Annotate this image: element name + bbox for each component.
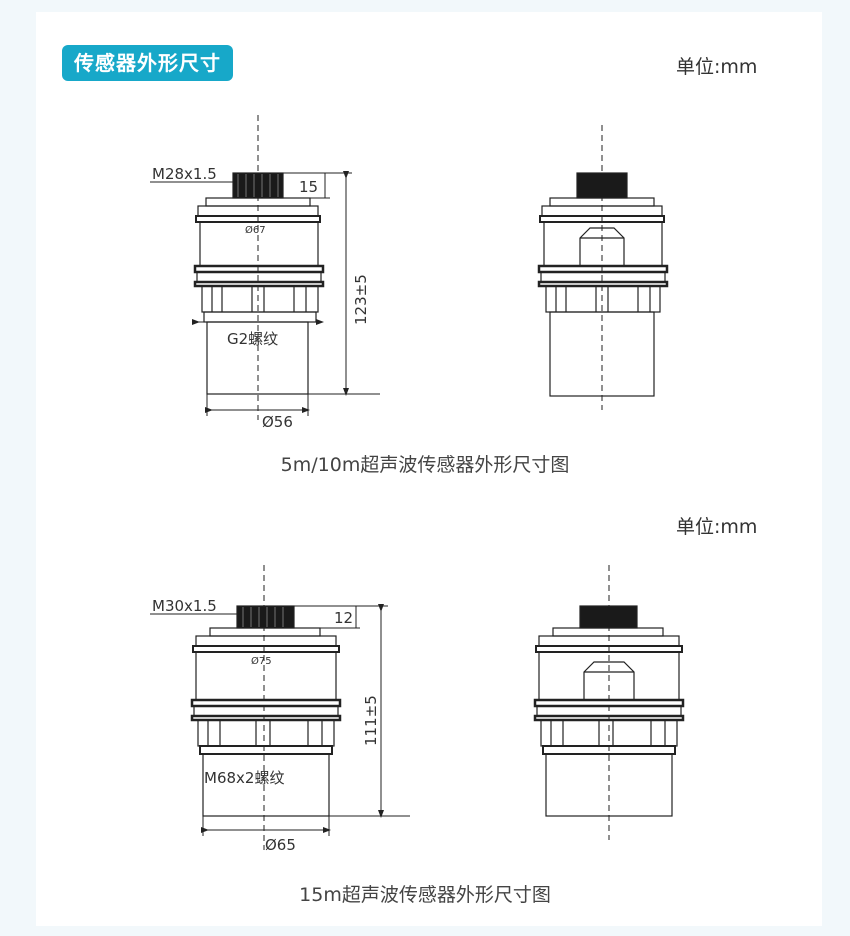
diagram1-caption: 5m/10m超声波传感器外形尺寸图 bbox=[280, 454, 570, 476]
unit-label-bottom: 单位:mm bbox=[676, 516, 758, 538]
section-title: 传感器外形尺寸 bbox=[62, 45, 233, 81]
sensor2-side-view bbox=[533, 565, 685, 840]
unit-label-top: 单位:mm bbox=[676, 56, 758, 78]
thread-bottom-label-2: M68x2螺纹 bbox=[204, 769, 284, 787]
sensor1-front-view bbox=[150, 115, 380, 420]
flange-dia-label-2: Ø75 bbox=[251, 655, 272, 667]
total-height-label-1: 123±5 bbox=[352, 274, 370, 325]
sensor2-front-view bbox=[150, 565, 410, 850]
thread-top-label-1: M28x1.5 bbox=[152, 165, 217, 183]
top-height-label-2: 12 bbox=[334, 609, 353, 627]
diagram2-caption: 15m超声波传感器外形尺寸图 bbox=[299, 884, 551, 906]
thread-top-label-2: M30x1.5 bbox=[152, 597, 217, 615]
flange-dia-label-1: Ø67 bbox=[245, 224, 266, 236]
total-height-label-2: 111±5 bbox=[362, 695, 380, 746]
top-height-label-1: 15 bbox=[299, 178, 318, 196]
thread-bottom-label-1: G2螺纹 bbox=[227, 330, 278, 348]
sensor1-side-view bbox=[537, 125, 669, 410]
base-dia-label-2: Ø65 bbox=[265, 836, 296, 854]
base-dia-label-1: Ø56 bbox=[262, 413, 293, 431]
content-card bbox=[36, 12, 822, 926]
